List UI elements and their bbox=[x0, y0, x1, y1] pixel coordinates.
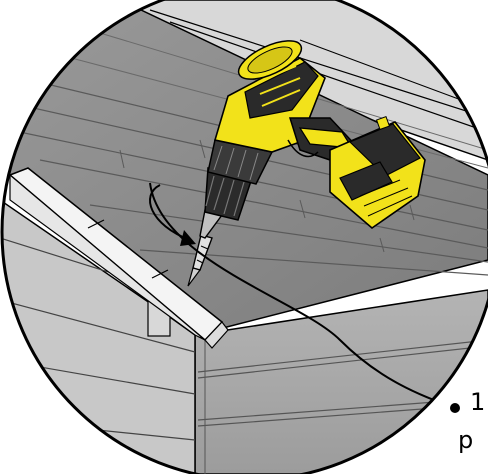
callout-number: 1 bbox=[470, 388, 485, 416]
cordless-drill-icon bbox=[199, 40, 426, 239]
callout-dot bbox=[450, 403, 460, 413]
rake-trim bbox=[8, 167, 229, 349]
callout-leader-line bbox=[149, 182, 453, 408]
callout-label: p bbox=[458, 426, 473, 454]
